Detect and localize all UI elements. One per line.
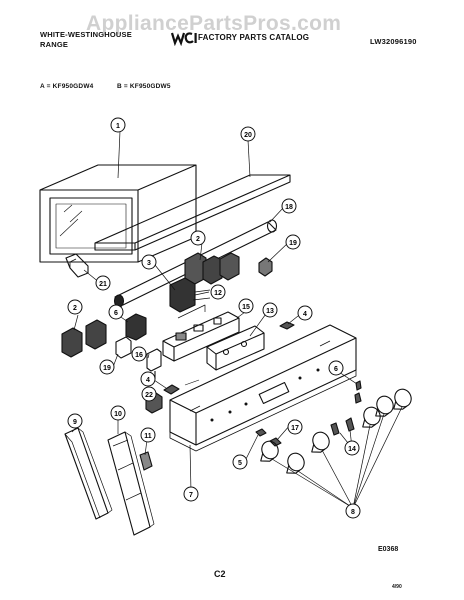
leader-lines	[71, 130, 403, 509]
part-switch-bracket	[162, 311, 240, 362]
callout-10: 10	[110, 405, 126, 421]
svg-text:19: 19	[289, 240, 297, 247]
callout-11: 11	[140, 427, 156, 443]
svg-text:17: 17	[291, 425, 299, 432]
svg-text:18: 18	[285, 204, 293, 211]
part-switch-6	[125, 313, 147, 341]
catalog-code: LW32096190	[370, 37, 417, 46]
part-clip-5	[255, 428, 267, 437]
callout-13: 13	[262, 302, 278, 318]
part-trim-strip	[94, 174, 291, 251]
svg-text:11: 11	[144, 433, 152, 440]
svg-text:8: 8	[351, 509, 355, 516]
part-spring-clip-6	[354, 380, 362, 404]
part-clip-21	[65, 253, 89, 278]
part-plate-11	[139, 451, 153, 471]
tiny-code: 4/90	[392, 584, 402, 590]
callout-2-top: 2	[190, 230, 206, 246]
callout-15: 15	[238, 298, 254, 314]
callout-22: 22	[141, 386, 157, 402]
watermark: AppliancePartsPros.com	[86, 12, 342, 35]
callout-21: 21	[95, 275, 111, 291]
svg-text:14: 14	[348, 446, 356, 453]
part-bracket-19-left	[115, 336, 132, 359]
svg-text:1: 1	[116, 123, 120, 130]
svg-text:4: 4	[303, 311, 307, 318]
callout-16: 16	[131, 346, 147, 362]
svg-text:12: 12	[214, 290, 222, 297]
svg-text:6: 6	[114, 310, 118, 317]
appliance-type: RANGE	[40, 40, 69, 49]
svg-text:10: 10	[114, 411, 122, 418]
callout-19-top: 19	[285, 234, 301, 250]
brand-name: WHITE-WESTINGHOUSE	[40, 30, 132, 39]
part-window-glass	[39, 164, 197, 263]
callout-5: 5	[232, 454, 248, 470]
callout-1: 1	[110, 117, 126, 133]
svg-text:20: 20	[244, 132, 252, 139]
svg-text:3: 3	[147, 260, 151, 267]
callout-4-left: 4	[140, 371, 156, 387]
part-clip-4	[163, 321, 295, 395]
svg-text:16: 16	[135, 352, 143, 359]
part-switch-3	[169, 277, 211, 319]
callout-8: 8	[345, 503, 361, 519]
catalog-title: FACTORY PARTS CATALOG	[198, 33, 310, 42]
callout-14: 14	[344, 440, 360, 456]
svg-text:19: 19	[103, 365, 111, 372]
svg-text:2: 2	[196, 236, 200, 243]
svg-text:2: 2	[73, 305, 77, 312]
wci-logo-icon	[170, 32, 197, 46]
part-switch-upper	[184, 252, 240, 286]
svg-text:13: 13	[266, 308, 274, 315]
page-number: C2	[214, 569, 226, 579]
model-b: B = KF950GDW5	[117, 83, 171, 90]
svg-text:22: 22	[145, 392, 153, 399]
svg-text:9: 9	[73, 419, 77, 426]
callout-20: 20	[240, 126, 256, 142]
callout-6-right: 6	[328, 360, 344, 376]
svg-text:5: 5	[238, 460, 242, 467]
callout-7: 7	[183, 486, 199, 502]
svg-text:7: 7	[189, 492, 193, 499]
callout-19-left: 19	[99, 359, 115, 375]
model-a: A = KF950GDW4	[40, 83, 94, 90]
callout-17: 17	[287, 419, 303, 435]
callout-4-top: 4	[297, 305, 313, 321]
part-side-panel-9	[64, 427, 113, 520]
part-switch-lower	[61, 319, 107, 358]
svg-text:15: 15	[242, 304, 250, 311]
part-bracket-19	[258, 257, 273, 277]
callout-3: 3	[141, 254, 157, 270]
part-bracket-13	[206, 325, 265, 371]
diagram-code: E0368	[378, 546, 399, 553]
callout-bubbles: 1 20 18 19 2 3 21 12 15 13 4 2 6 16 19 4…	[67, 117, 361, 519]
part-side-bracket-10	[107, 431, 155, 536]
svg-text:6: 6	[334, 366, 338, 373]
svg-text:4: 4	[146, 377, 150, 384]
callout-9: 9	[67, 413, 83, 429]
svg-text:21: 21	[99, 281, 107, 288]
part-control-panel	[169, 324, 357, 452]
part-spring-clip-14	[330, 417, 355, 436]
callout-12: 12	[210, 284, 226, 300]
callout-6-left: 6	[108, 304, 124, 320]
part-knobs	[260, 388, 412, 474]
callout-2-left: 2	[67, 299, 83, 315]
part-clip-17	[269, 437, 282, 447]
callout-18: 18	[281, 198, 297, 214]
